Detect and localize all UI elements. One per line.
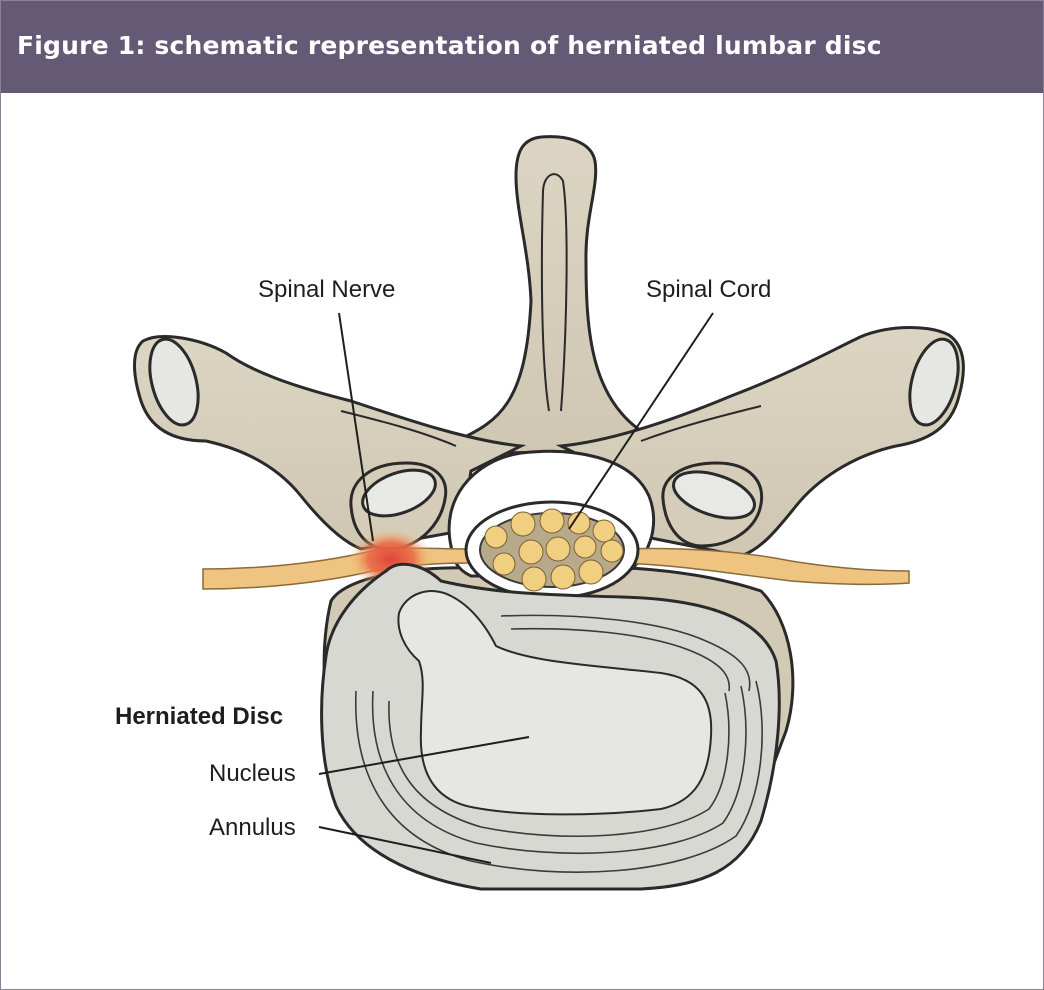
figure-title: Figure 1: schematic representation of he… — [17, 31, 882, 60]
cord-fiber — [600, 539, 624, 563]
spinous-process-ridge — [540, 173, 568, 412]
cord-fiber — [592, 519, 616, 543]
spinal-cord-leader — [568, 312, 714, 530]
annulus-leader — [318, 826, 492, 864]
label-spinal-cord: Spinal Cord — [646, 276, 771, 303]
annulus-ring — [500, 614, 751, 692]
cord-fiber — [578, 559, 604, 585]
lamina-contour-right — [640, 405, 762, 442]
left-facet-joint — [361, 468, 437, 518]
left-transverse-facet — [148, 337, 200, 427]
cord-fiber — [510, 511, 536, 537]
annulus-ring — [371, 685, 747, 855]
cord-fiber — [567, 511, 591, 535]
nucleus-leader — [318, 736, 530, 775]
spinal-nerve-right — [620, 547, 910, 586]
right-transverse-facet — [908, 337, 960, 427]
annulus-ring — [510, 627, 731, 692]
cord-fiber — [521, 566, 547, 592]
spinal-nerve-leader — [338, 312, 374, 542]
spinal-cord-fibers — [484, 508, 624, 592]
label-nucleus: Nucleus — [209, 760, 296, 787]
label-annulus: Annulus — [209, 814, 296, 841]
cord-fiber — [573, 535, 597, 559]
cord-fiber — [545, 536, 571, 562]
annulus-ring — [388, 692, 730, 838]
cord-fiber — [492, 552, 516, 576]
label-herniated-disc: Herniated Disc — [115, 703, 283, 730]
annulus-ring — [354, 680, 763, 873]
spinous-process — [451, 135, 644, 455]
disc-nucleus — [397, 590, 713, 816]
figure-header: Figure 1: schematic representation of he… — [1, 1, 1043, 93]
cord-fiber — [484, 525, 508, 549]
right-facet-joint — [672, 470, 756, 520]
cord-fiber — [550, 564, 576, 590]
cord-fiber — [539, 508, 565, 534]
label-spinal-nerve: Spinal Nerve — [258, 276, 395, 303]
cord-fiber — [518, 539, 544, 565]
